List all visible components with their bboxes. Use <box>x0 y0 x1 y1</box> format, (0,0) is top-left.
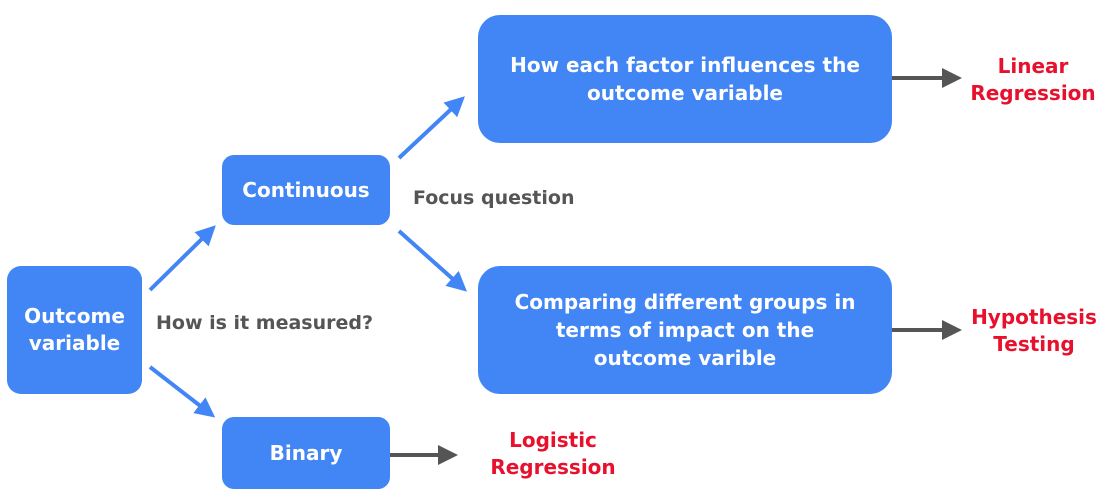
factor-influence-label: How each factor influences the outcome v… <box>510 53 860 105</box>
hypothesis-testing-line-1: Hypothesis <box>971 305 1097 329</box>
outcome-variable-node: Outcome variable <box>7 266 142 394</box>
linear-regression-result: Linear Regression <box>968 53 1098 107</box>
hypothesis-testing-result: Hypothesis Testing <box>968 304 1100 358</box>
continuous-label: Continuous <box>242 178 370 202</box>
compare-groups-node: Comparing different groups in terms of i… <box>478 266 892 394</box>
binary-label: Binary <box>269 441 343 465</box>
compare-groups-label: Comparing different groups in terms of i… <box>514 290 856 370</box>
linear-regression-line-1: Linear <box>997 54 1069 78</box>
hypothesis-testing-line-2: Testing <box>993 332 1075 356</box>
factor-influence-node: How each factor influences the outcome v… <box>478 15 892 143</box>
linear-regression-line-2: Regression <box>970 81 1096 105</box>
outcome-variable-label: Outcome variable <box>24 304 125 355</box>
arrow-continuous-to-compare <box>397 229 467 292</box>
binary-node: Binary <box>222 417 390 489</box>
focus-question-label: Focus question <box>413 187 575 209</box>
arrow-continuous-to-factor <box>397 96 465 160</box>
logistic-regression-result: Logistic Regression <box>488 427 618 481</box>
arrow-outcome-to-binary <box>148 365 216 418</box>
continuous-node: Continuous <box>222 155 390 225</box>
logistic-regression-line-2: Regression <box>490 455 616 479</box>
arrow-outcome-to-continuous <box>148 225 216 292</box>
how-measured-label: How is it measured? <box>156 312 373 334</box>
logistic-regression-line-1: Logistic <box>509 428 597 452</box>
